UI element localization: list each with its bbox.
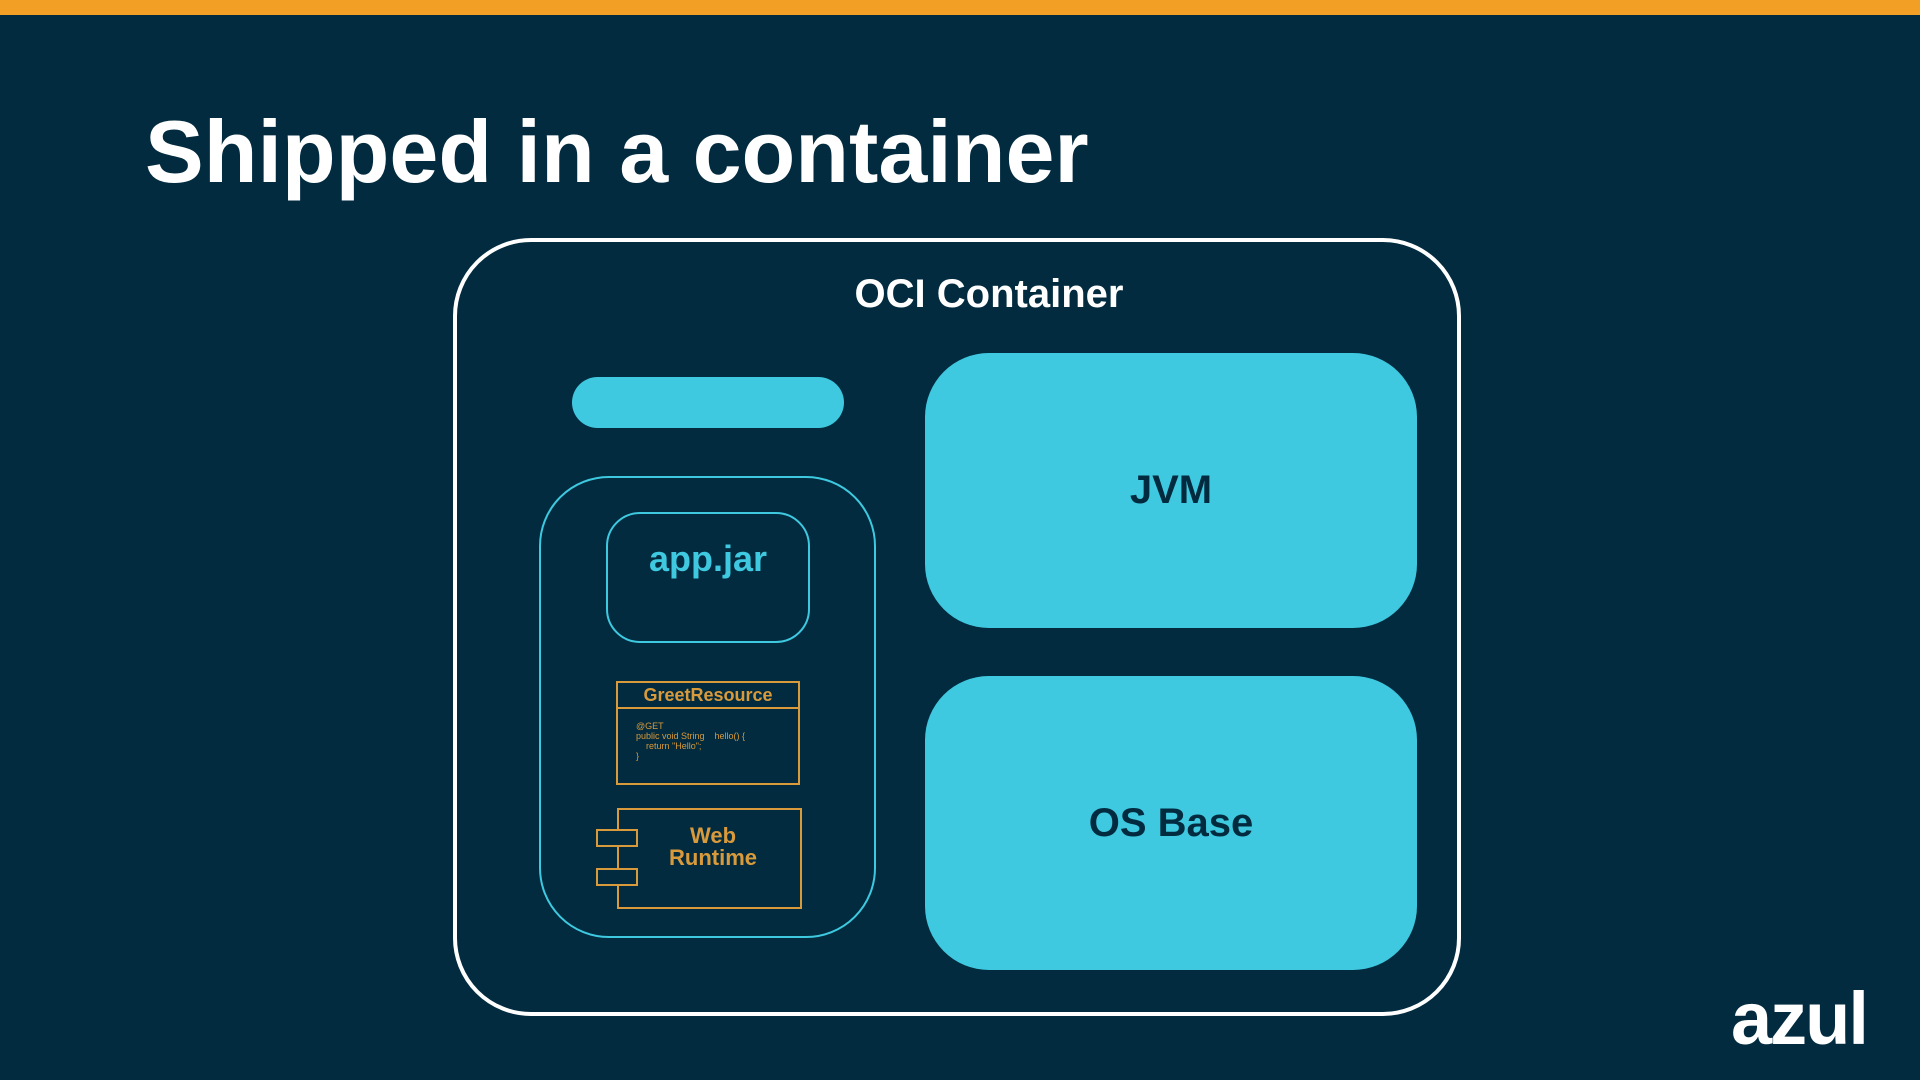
os-base-label: OS Base <box>1088 800 1254 845</box>
component-port-icon <box>596 829 638 847</box>
top-accent-bar <box>0 0 1920 15</box>
app-jar-label: app.jar <box>648 538 768 579</box>
oci-container-box <box>453 238 1461 1016</box>
jvm-box: JVM <box>925 353 1417 628</box>
jvm-label: JVM <box>1129 468 1213 512</box>
uml-component-box <box>617 808 802 909</box>
cyan-pill-shape <box>572 377 844 428</box>
oci-container-label: OCI Container <box>854 272 1124 316</box>
uml-class-name: GreetResource <box>618 683 798 709</box>
uml-class-code: @GET public void String hello() { return… <box>636 721 746 761</box>
uml-class-box: GreetResource @GET public void String he… <box>616 681 800 785</box>
slide-title: Shipped in a container <box>145 102 1089 201</box>
component-label: Web Runtime <box>669 823 757 870</box>
application-group-box <box>539 476 876 938</box>
os-base-box: OS Base <box>925 676 1417 970</box>
component-port-icon <box>596 868 638 886</box>
azul-logo: azul <box>1731 977 1869 1060</box>
app-jar-box <box>606 512 810 643</box>
